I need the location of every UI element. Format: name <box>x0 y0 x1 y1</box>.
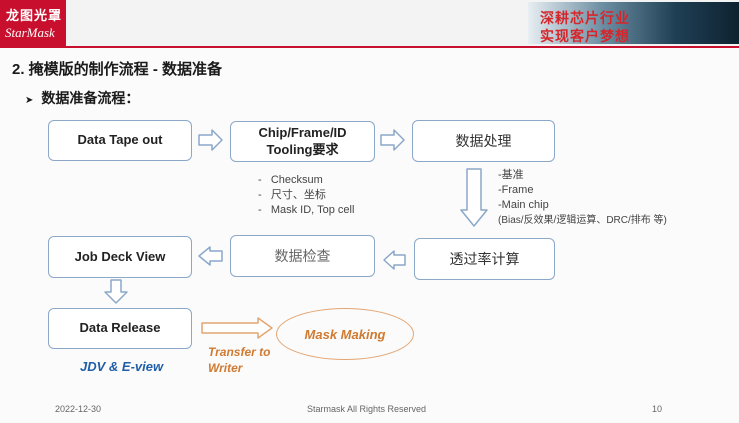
arrow-right-2 <box>380 129 405 151</box>
box-transmittance-calc: 透过率计算 <box>414 238 555 280</box>
slide-title: 2. 掩模版的制作流程 - 数据准备 <box>12 61 223 78</box>
bullet-arrow-icon: ➤ <box>25 95 34 106</box>
box-data-check: 数据检查 <box>230 235 375 277</box>
transfer-line-2: Writer <box>208 361 243 375</box>
mask-making-label: Mask Making <box>304 326 386 342</box>
subtitle-text: 数据准备流程： <box>41 90 140 106</box>
section-subtitle: ➤ 数据准备流程： <box>25 88 139 108</box>
footer-rights: Starmask All Rights Reserved <box>307 404 427 414</box>
arrow-left-2 <box>198 246 223 266</box>
box-tooling-requirements: Chip/Frame/ID Tooling要求 <box>230 121 375 162</box>
note-item: - Checksum <box>258 174 323 186</box>
tooling-notes: - Checksum - 尺寸、坐标 - Mask ID, Top cell <box>258 173 354 218</box>
note-item: - 尺寸、坐标 <box>258 189 326 201</box>
jdv-eview-label: JDV & E-view <box>80 359 164 374</box>
arrow-left-1 <box>383 250 406 270</box>
note-item: - Mask ID, Top cell <box>258 204 355 216</box>
slogan-banner: 深耕芯片行业 实现客户梦想 <box>528 2 739 44</box>
data-release-label: Data Release <box>79 320 161 336</box>
note-item: -Main chip <box>498 199 549 211</box>
processing-notes: -基准 -Frame -Main chip (Bias/反效果/逻辑运算、DRC… <box>498 168 667 228</box>
box-job-deck-view: Job Deck View <box>48 236 192 278</box>
arrow-down-1 <box>460 168 488 227</box>
footer-date: 2022-12-30 <box>55 404 102 414</box>
data-processing-label: 数据处理 <box>455 132 512 149</box>
tooling-label-line1: Chip/Frame/ID <box>258 124 347 140</box>
note-item: (Bias/反效果/逻辑运算、DRC/排布 等) <box>498 215 667 226</box>
box-data-release: Data Release <box>48 308 192 349</box>
ellipse-mask-making: Mask Making <box>276 308 414 360</box>
job-deck-view-label: Job Deck View <box>74 248 166 264</box>
arrow-transfer <box>201 317 273 339</box>
note-item: -基准 <box>498 169 524 181</box>
tooling-label-line2: Tooling要求 <box>266 141 339 157</box>
note-item: -Frame <box>498 184 534 196</box>
data-check-label: 数据检查 <box>274 247 331 264</box>
arrow-right-1 <box>198 129 223 151</box>
arrow-down-2 <box>104 279 128 304</box>
logo-cn-text: 龙图光罩 <box>6 8 63 23</box>
logo-en-text: StarMask <box>5 25 55 40</box>
transfer-to-writer-label: Transfer to Writer <box>208 344 270 376</box>
transfer-line-1: Transfer to <box>208 345 271 359</box>
footer-page-number: 10 <box>652 404 663 414</box>
box-data-tape-out: Data Tape out <box>48 120 192 161</box>
slogan-line-2: 实现客户梦想 <box>540 28 630 44</box>
header-divider <box>0 46 739 48</box>
transmittance-calc-label: 透过率计算 <box>449 250 520 267</box>
company-logo: 龙图光罩 StarMask <box>0 0 66 46</box>
box-data-processing: 数据处理 <box>412 120 555 162</box>
data-tape-out-label: Data Tape out <box>77 132 163 148</box>
slogan-line-1: 深耕芯片行业 <box>540 10 630 26</box>
